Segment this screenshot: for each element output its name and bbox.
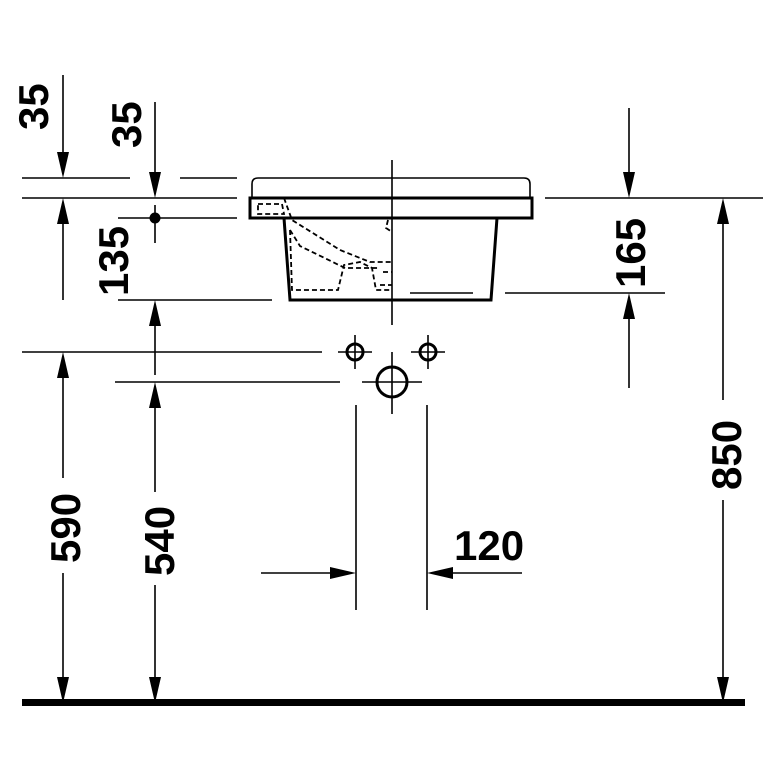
dimension-540 xyxy=(149,382,161,703)
dimension-35-outer xyxy=(57,75,69,300)
label-850: 850 xyxy=(703,420,750,490)
label-540: 540 xyxy=(136,506,183,576)
dimension-165 xyxy=(623,108,635,388)
extension-lines xyxy=(22,177,763,383)
floor-line xyxy=(22,699,745,706)
washbasin-section xyxy=(248,177,534,302)
label-120: 120 xyxy=(454,522,524,569)
overflow-marker xyxy=(149,205,161,243)
dimension-850 xyxy=(717,198,729,703)
dimension-590 xyxy=(57,352,69,703)
label-35-outer: 35 xyxy=(10,83,57,130)
label-35-inner: 35 xyxy=(103,101,150,148)
supply-hole-left xyxy=(338,335,372,369)
waste-hole xyxy=(362,352,422,414)
dimension-120 xyxy=(261,567,522,579)
label-135: 135 xyxy=(90,226,137,296)
dimension-35-inner xyxy=(149,102,161,198)
label-165: 165 xyxy=(607,218,654,288)
label-590: 590 xyxy=(42,493,89,563)
dimension-135 xyxy=(149,300,161,375)
supply-hole-right xyxy=(411,335,445,369)
